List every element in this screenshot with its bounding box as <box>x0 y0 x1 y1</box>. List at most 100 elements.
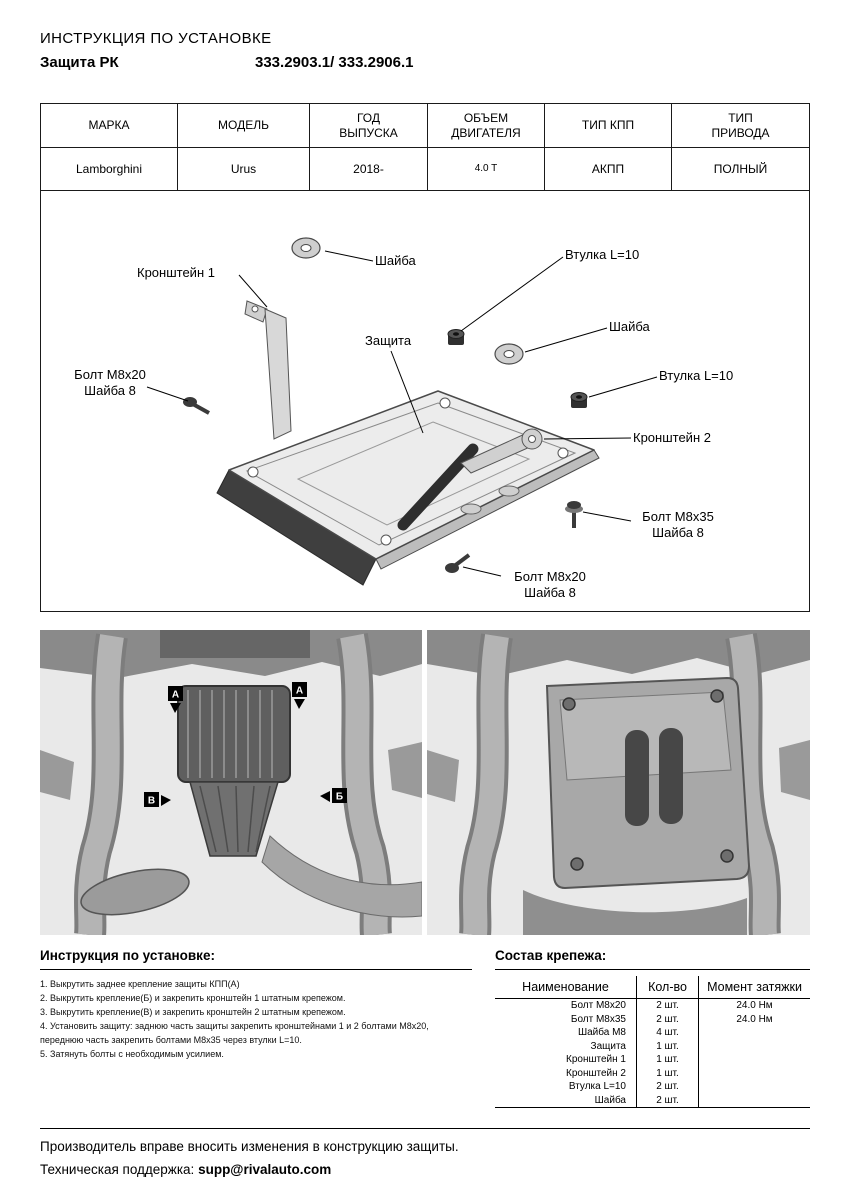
part-numbers: 333.2903.1/ 333.2906.1 <box>255 54 414 71</box>
plate-strut-drawing <box>397 443 479 531</box>
spec-value-gearbox: АКПП <box>545 148 672 191</box>
label-guard: Защита <box>365 333 412 348</box>
hardware-item-torque <box>699 1094 810 1108</box>
hardware-item-name: Втулка L=10 <box>495 1080 637 1094</box>
label-bolt-bottom: Болт М8х20 Шайба 8 <box>514 569 586 600</box>
bolt-left-drawing <box>183 397 210 415</box>
label-bracket1: Кронштейн 1 <box>137 265 215 280</box>
footer: Производитель вправе вносить изменения в… <box>40 1128 810 1178</box>
label-bushing-top: Втулка L=10 <box>565 247 640 262</box>
instructions-steps: 1. Выкрутить заднее крепление защиты КПП… <box>40 978 472 1062</box>
photo-marker-v: В <box>144 792 171 807</box>
hardware-item-qty: 2 шт. <box>637 1093 699 1107</box>
bolt-bottom-drawing <box>445 553 471 573</box>
hardware-item-qty: 1 шт. <box>637 1039 699 1053</box>
hardware-row: Болт М8х35 2 шт. 24.0 Нм <box>495 1012 810 1026</box>
leader-lines <box>146 250 658 577</box>
installed-guard-plate <box>545 676 751 890</box>
svg-text:А: А <box>296 686 303 697</box>
hardware-item-name: Шайба М8 <box>495 1026 637 1040</box>
guard-plate-drawing <box>216 390 600 586</box>
label-bushing-right: Втулка L=10 <box>659 368 734 383</box>
spec-header-engine: ОБЪЕМ ДВИГАТЕЛЯ <box>428 104 545 148</box>
instruction-step: 4. Установить защиту: заднюю часть защит… <box>40 1020 429 1045</box>
hardware-item-qty: 1 шт. <box>637 1066 699 1080</box>
hardware-header-row: Наименование Кол-во Момент затяжки <box>495 976 810 999</box>
hardware-col-name: Наименование <box>495 976 637 999</box>
label-washer-right: Шайба <box>609 319 650 334</box>
spec-header-brand: МАРКА <box>41 104 178 148</box>
document-title: ИНСТРУКЦИЯ ПО УСТАНОВКЕ <box>40 30 272 47</box>
exploded-diagram: Шайба Втулка L=10 Кронштейн 1 Шайба Защи… <box>41 191 809 611</box>
installation-photos: А А В Б <box>40 630 810 935</box>
hardware-item-qty: 2 шт. <box>637 999 699 1013</box>
washer-top-drawing <box>291 237 321 259</box>
bushing-right-drawing <box>570 392 588 408</box>
label-washer-top: Шайба <box>375 253 416 268</box>
spec-table-header-row: МАРКА МОДЕЛЬ ГОД ВЫПУСКА ОБЪЕМ ДВИГАТЕЛЯ… <box>41 104 809 148</box>
hardware-table: Наименование Кол-во Момент затяжки Болт … <box>495 976 810 1108</box>
hardware-item-name: Болт М8х35 <box>495 1012 637 1026</box>
hardware-item-qty: 1 шт. <box>637 1053 699 1067</box>
spec-value-model: Urus <box>178 148 310 191</box>
hardware-item-torque: 24.0 Нм <box>736 1013 773 1025</box>
photo-after-installation <box>427 630 810 935</box>
hardware-item-torque <box>699 1067 810 1081</box>
instruction-step: 5. Затянуть болты с необходимым усилием. <box>40 1048 224 1059</box>
bracket2-drawing <box>460 428 543 474</box>
hardware-item-torque <box>699 1053 810 1067</box>
hardware-kit: Состав крепежа: Наименование Кол-во Моме… <box>495 948 810 1108</box>
hardware-item-qty: 4 шт. <box>637 1026 699 1040</box>
footer-support: Техническая поддержка: supp@rivalauto.co… <box>40 1162 810 1178</box>
hardware-row: Болт М8х20 2 шт. 24.0 Нм <box>495 999 810 1013</box>
hardware-item-name: Кронштейн 1 <box>495 1053 637 1067</box>
hardware-item-name: Защита <box>495 1039 637 1053</box>
support-email: supp@rivalauto.com <box>198 1162 332 1178</box>
bolt-right-drawing <box>565 501 583 528</box>
hardware-heading: Состав крепежа: <box>495 948 810 970</box>
hardware-item-qty: 2 шт. <box>637 1012 699 1026</box>
support-label: Техническая поддержка: <box>40 1162 195 1178</box>
hardware-item-torque <box>699 1040 810 1054</box>
instruction-step: 2. Выкрутить крепление(Б) и закрепить кр… <box>40 992 346 1003</box>
installation-instructions: Инструкция по установке: 1. Выкрутить за… <box>40 948 472 1062</box>
product-name: Защита РК <box>40 54 119 71</box>
label-bracket2: Кронштейн 2 <box>633 430 711 445</box>
spec-header-model: МОДЕЛЬ <box>178 104 310 148</box>
photo-marker-a1: А <box>168 686 183 713</box>
hardware-row: Защита 1 шт. <box>495 1039 810 1054</box>
hardware-item-name: Шайба <box>495 1093 637 1107</box>
photo-marker-a2: А <box>292 682 307 709</box>
hardware-row: Шайба М8 4 шт. <box>495 1026 810 1040</box>
hardware-item-name: Болт М8х20 <box>495 999 637 1013</box>
hardware-row: Втулка L=10 2 шт. <box>495 1080 810 1094</box>
spec-value-engine: 4.0 T <box>428 148 545 191</box>
photo-before-installation: А А В Б <box>40 630 422 935</box>
spec-value-brand: Lamborghini <box>41 148 178 191</box>
hardware-col-qty: Кол-во <box>637 976 699 999</box>
spec-header-year: ГОД ВЫПУСКА <box>310 104 428 148</box>
hardware-item-torque <box>699 1080 810 1094</box>
hardware-row: Кронштейн 1 1 шт. <box>495 1053 810 1067</box>
photo-marker-b: Б <box>320 788 347 803</box>
hardware-row: Кронштейн 2 1 шт. <box>495 1066 810 1081</box>
bushing-top-drawing <box>447 329 465 345</box>
instruction-step: 3. Выкрутить крепление(В) и закрепить кр… <box>40 1006 346 1017</box>
label-bolt-right: Болт М8х35 Шайба 8 <box>642 509 714 540</box>
hardware-item-qty: 2 шт. <box>637 1080 699 1094</box>
hardware-item-name: Кронштейн 2 <box>495 1066 637 1080</box>
label-bolt-left: Болт М8х20 Шайба 8 <box>74 367 146 398</box>
hardware-row: Шайба 2 шт. <box>495 1093 810 1108</box>
main-frame: МАРКА МОДЕЛЬ ГОД ВЫПУСКА ОБЪЕМ ДВИГАТЕЛЯ… <box>40 103 810 612</box>
exploded-view-drawing <box>146 237 658 586</box>
instruction-step: 1. Выкрутить заднее крепление защиты КПП… <box>40 979 240 989</box>
hardware-col-torque: Момент затяжки <box>699 976 810 999</box>
svg-text:В: В <box>148 796 155 807</box>
footer-disclaimer: Производитель вправе вносить изменения в… <box>40 1139 459 1154</box>
instructions-heading: Инструкция по установке: <box>40 948 472 970</box>
spec-value-year: 2018- <box>310 148 428 191</box>
svg-text:А: А <box>172 690 179 701</box>
spec-table-value-row: Lamborghini Urus 2018- 4.0 T АКПП ПОЛНЫЙ <box>41 148 809 191</box>
bracket1-drawing <box>244 300 292 440</box>
